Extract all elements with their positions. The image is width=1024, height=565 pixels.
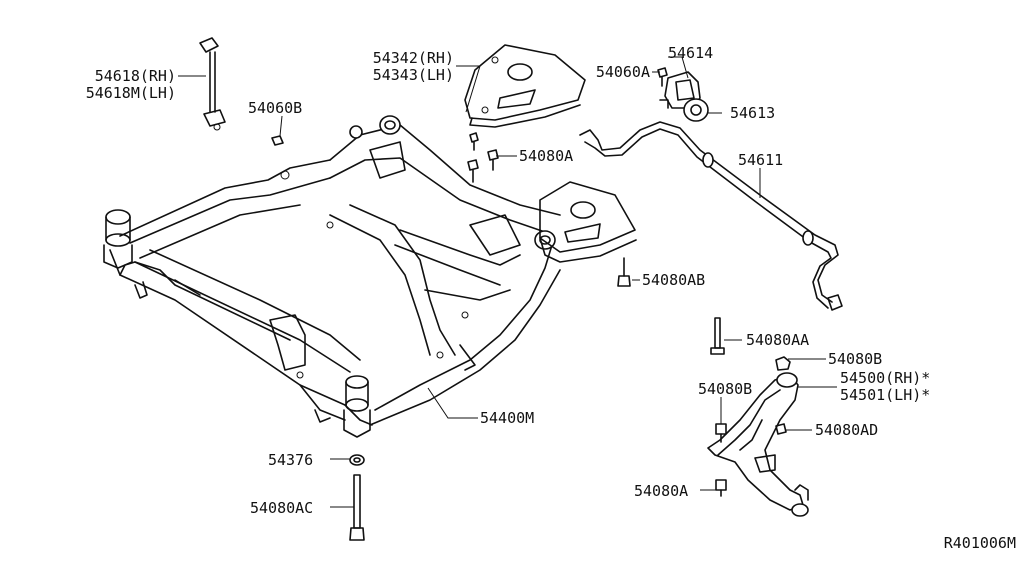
bracket-drawing: [464, 44, 637, 263]
bolt-group-top: [467, 67, 668, 183]
label-54080a-bottom: 54080A: [634, 482, 688, 500]
label-54618m-lh: 54618M(LH): [86, 84, 176, 102]
label-54060a: 54060A: [596, 63, 650, 81]
clamp-bushing-drawing: [659, 71, 709, 122]
label-54343-lh: 54343(LH): [373, 66, 454, 84]
control-arm-drawing: [707, 317, 809, 517]
label-54501-lh: 54501(LH)*: [840, 386, 930, 404]
label-54376: 54376: [268, 451, 313, 469]
label-54500-rh: 54500(RH)*: [840, 369, 930, 387]
washer-bolt-drawing: [349, 454, 365, 541]
label-54080b-right: 54080B: [828, 350, 882, 368]
stabilizer-link-drawing: [199, 37, 226, 131]
bolt-54080ab-drawing: [617, 257, 631, 287]
label-54400m: 54400M: [480, 409, 534, 427]
suspension-member-drawing: [103, 115, 561, 438]
label-54618-rh: 54618(RH): [95, 67, 176, 85]
leader-lines: [178, 56, 837, 508]
label-54080ad: 54080AD: [815, 421, 878, 439]
label-54614: 54614: [668, 44, 713, 62]
stabilizer-bar-drawing: [579, 121, 843, 311]
label-54080aa: 54080AA: [746, 331, 809, 349]
label-54080a-top: 54080A: [519, 147, 573, 165]
label-54080ab: 54080AB: [642, 271, 705, 289]
label-54080b-left: 54080B: [698, 380, 752, 398]
reference-code: R401006M: [944, 534, 1016, 552]
label-54342-rh: 54342(RH): [373, 49, 454, 67]
label-54613: 54613: [730, 104, 775, 122]
label-54060b: 54060B: [248, 99, 302, 117]
nut-54060b-drawing: [271, 135, 284, 146]
label-54611: 54611: [738, 151, 783, 169]
label-54080ac: 54080AC: [250, 499, 313, 517]
